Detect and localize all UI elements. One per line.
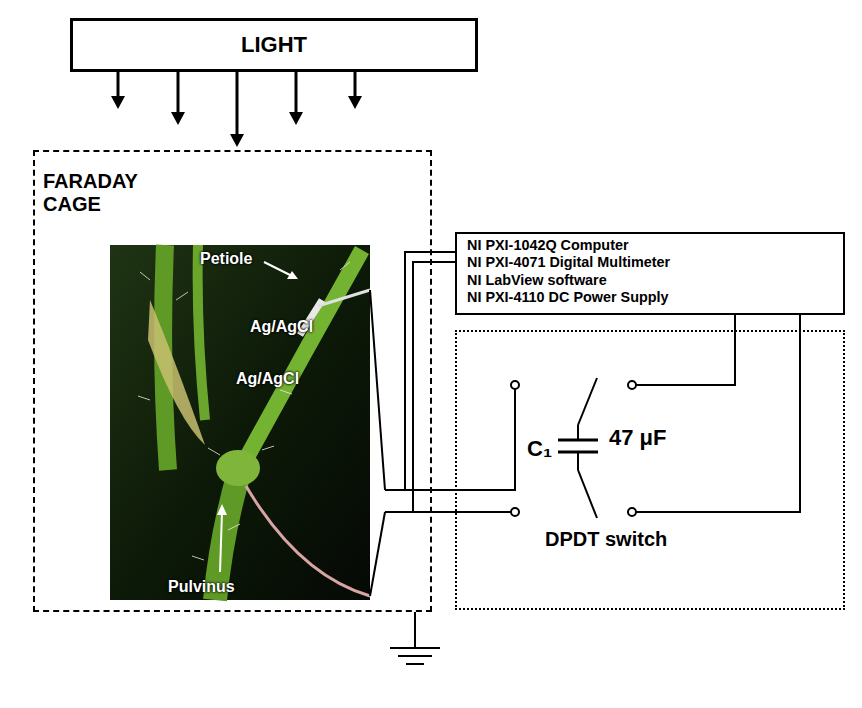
node-text: DPDT switch	[545, 528, 667, 551]
leader-arrow	[220, 512, 222, 572]
light-source-box: LIGHT	[70, 18, 478, 72]
hair	[228, 524, 240, 530]
light-arrow	[354, 72, 357, 98]
text-slot: FARADAY CAGE	[43, 170, 173, 216]
wire	[734, 315, 736, 330]
wire	[385, 511, 511, 513]
light-arrow	[117, 72, 120, 98]
wires	[370, 252, 800, 596]
hair	[140, 272, 150, 280]
text-slot: Ag/AgCl	[236, 370, 299, 388]
switch-blade	[578, 470, 597, 518]
switch-circuit-box: C₁ 47 μF DPDT switch	[455, 330, 845, 610]
ground-symbol	[390, 612, 440, 664]
arrow-head	[111, 96, 125, 109]
hair	[138, 396, 150, 400]
hair	[176, 292, 188, 300]
hair	[208, 448, 220, 455]
leader-arrow	[264, 262, 292, 276]
hair	[280, 390, 292, 394]
arrow-head	[289, 112, 303, 125]
electrode-wire	[318, 290, 370, 306]
switch-contact	[511, 508, 519, 516]
stem	[198, 245, 205, 420]
ground-bar	[390, 647, 440, 649]
pulvinus	[216, 450, 260, 486]
arrow-head	[217, 504, 227, 515]
hair	[340, 262, 350, 270]
switch-blade	[578, 378, 597, 425]
photo-label: Ag/AgCl	[236, 370, 299, 388]
arrow-head	[171, 112, 185, 125]
text-slot: Petiole	[200, 250, 252, 268]
ground-bar	[406, 663, 424, 665]
text-slot: C₁	[527, 436, 552, 461]
text-slot: 47 μF	[609, 425, 666, 450]
light-arrow	[295, 72, 298, 114]
wire	[370, 290, 385, 490]
wire	[370, 512, 385, 596]
node-text: NI PXI-4110 DC Power Supply	[467, 289, 833, 306]
capacitor-plate	[558, 439, 598, 442]
wire	[799, 315, 801, 330]
main-stem	[215, 470, 240, 600]
node-text: NI PXI-4071 Digital Multimeter	[467, 254, 833, 271]
photo-background	[110, 245, 370, 600]
switch-contact	[628, 508, 636, 516]
light-arrows	[111, 72, 362, 147]
hair	[192, 556, 204, 560]
instrument-box: NI PXI-1042Q ComputerNI PXI-4071 Digital…	[455, 232, 845, 315]
node-text: LIGHT	[241, 32, 307, 57]
petiole	[240, 250, 362, 470]
stipule	[148, 300, 205, 445]
node-text: NI PXI-1042Q Computer	[467, 237, 833, 254]
arrow-head	[287, 271, 298, 279]
node-text: 47 μF	[609, 425, 666, 450]
arrow-head	[348, 96, 362, 109]
plant-photo	[110, 245, 370, 600]
hair	[262, 446, 274, 450]
text-slot: Pulvinus	[168, 578, 235, 596]
text-slot: DPDT switch	[545, 528, 667, 551]
wire	[413, 262, 455, 512]
photo-label: Ag/AgCl	[250, 318, 313, 336]
plant-hairs	[138, 262, 350, 560]
switch-contact	[511, 381, 519, 389]
capacitor-lead	[577, 425, 579, 440]
light-arrow	[177, 72, 180, 114]
node-text: NI LabView software	[467, 272, 833, 289]
text-slot: Ag/AgCl	[250, 318, 313, 336]
ground-bar	[398, 655, 432, 657]
electrode-wire	[246, 486, 370, 596]
arrow-head	[230, 134, 244, 147]
wire	[636, 330, 735, 385]
dpdt-switch	[511, 378, 636, 518]
photo-label: Pulvinus	[168, 578, 235, 596]
light-arrow	[236, 72, 239, 136]
ground-lead	[414, 612, 416, 648]
photo-label: Petiole	[200, 250, 252, 268]
faraday-cage: FARADAY CAGE	[33, 150, 432, 612]
capacitor-lead	[577, 452, 579, 470]
switch-contact	[628, 381, 636, 389]
node-text: C₁	[527, 436, 552, 461]
node-text: FARADAY CAGE	[43, 170, 173, 216]
wire	[636, 330, 800, 512]
capacitor-symbol	[558, 425, 598, 470]
